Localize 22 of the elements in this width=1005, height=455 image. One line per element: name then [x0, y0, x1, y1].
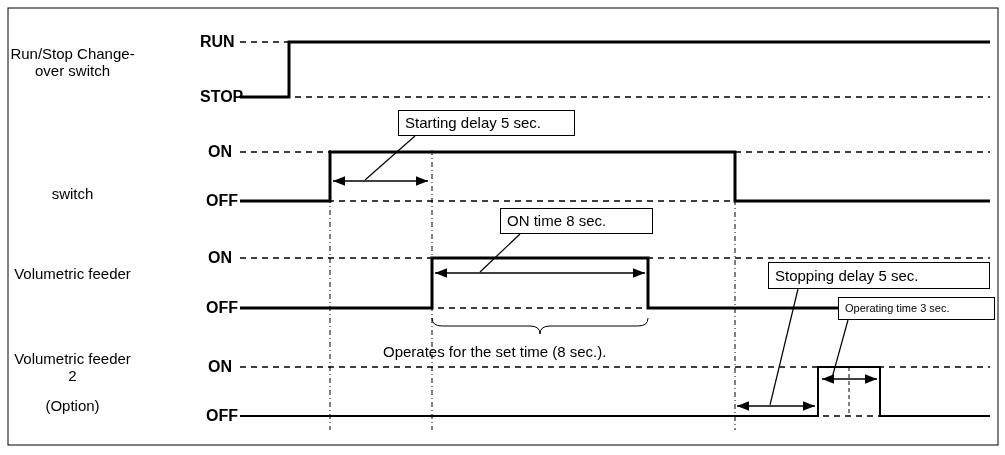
leader-line [831, 319, 849, 379]
level-label: STOP [200, 88, 244, 105]
level-label: RUN [200, 33, 235, 50]
level-label: OFF [206, 407, 238, 424]
level-label: OFF [206, 192, 238, 209]
note-text: Operates for the set time (8 sec.). [383, 343, 607, 360]
leader-line [364, 135, 416, 181]
callout-box: Starting delay 5 sec. [398, 110, 575, 136]
signal-name: Volumetric feeder 2 [13, 350, 132, 384]
callout-box: Stopping delay 5 sec. [768, 262, 990, 289]
signal-name: (Option) [44, 397, 101, 414]
level-label: ON [208, 358, 232, 375]
leader-line [769, 288, 799, 406]
level-label: ON [208, 249, 232, 266]
callout-box: ON time 8 sec. [500, 208, 653, 234]
level-label: ON [208, 143, 232, 160]
signal-name: Volumetric feeder [13, 265, 132, 282]
callout-box: Operating time 3 sec. [838, 297, 995, 320]
signal-name: switch [50, 185, 95, 202]
leader-line [479, 233, 521, 273]
level-label: OFF [206, 299, 238, 316]
signal-name: Run/Stop Change-over switch [10, 45, 135, 79]
